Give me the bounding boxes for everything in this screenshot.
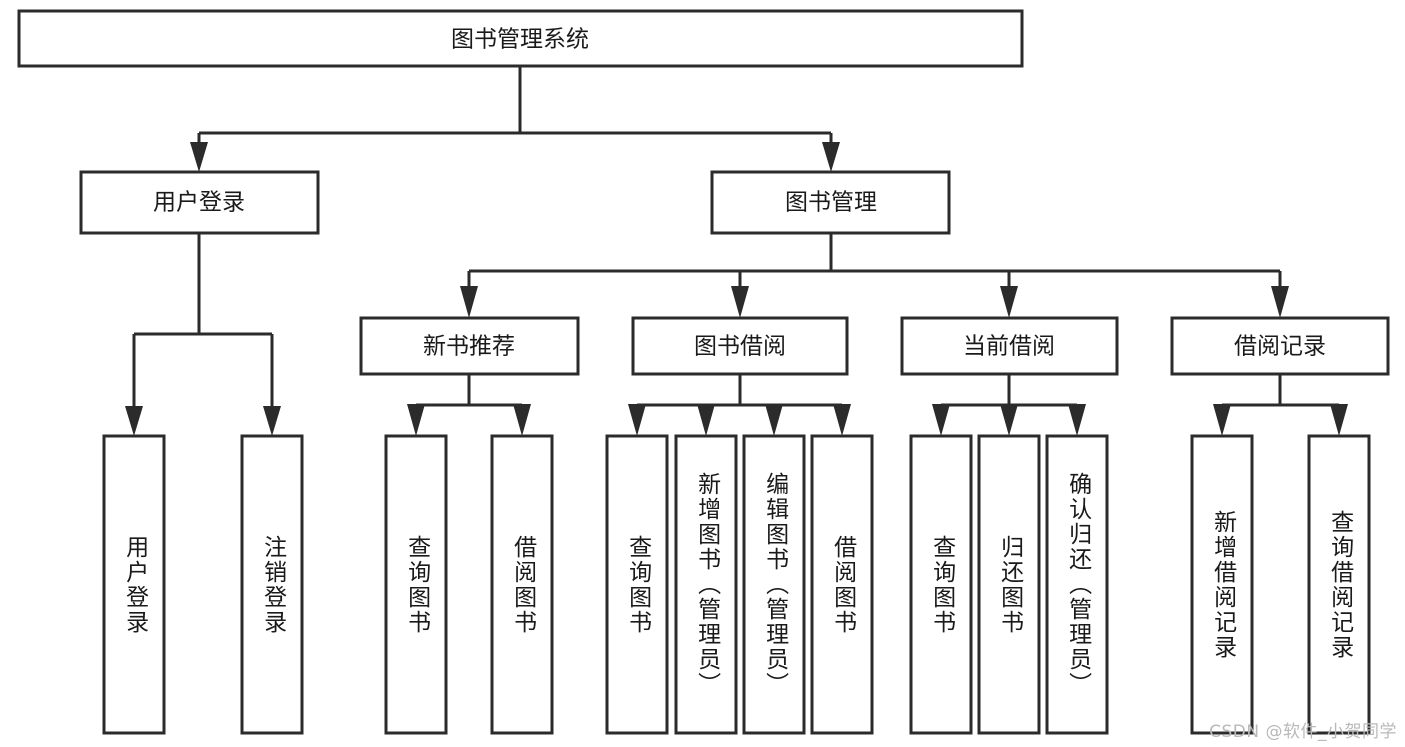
arrow-head-to-book-manage [822,142,840,172]
arrow-head-to-borrow-record [1271,286,1289,318]
node-leaf-borrow-book-rec-box[interactable] [490,434,554,735]
node-leaf-edit-book-admin-box[interactable] [742,434,806,735]
arrow-head-leaf-query-borrow-record [1330,404,1348,436]
node-leaf-query-borrow-record-box[interactable] [1307,434,1371,735]
csdn-watermark: CSDN @软件_小贺同学 [1209,722,1397,742]
node-leaf-borrow-book-box[interactable] [810,434,874,735]
connector-group-new-book-recommend [407,374,531,436]
node-leaf-logout-login-box[interactable] [240,434,304,735]
node-root-label: 图书管理系统 [451,27,589,53]
node-new-book-recommend-label: 新书推荐 [423,334,515,360]
node-book-manage-box[interactable] [710,170,951,235]
node-leaf-user-login-box[interactable] [102,434,166,735]
node-leaf-return-book-box[interactable] [977,434,1041,735]
node-current-borrow-box[interactable] [900,316,1119,376]
connector-group-book-manage [460,233,1289,318]
connector-group-root [190,66,840,172]
arrow-head-leaf-user-login [125,406,143,436]
node-leaf-add-book-admin-box[interactable] [674,434,738,735]
arrow-head-leaf-add-borrow-record [1213,404,1231,436]
arrow-head-leaf-edit-book-admin [765,404,783,436]
node-leaf-add-borrow-record-box[interactable] [1190,434,1254,735]
node-user-login-label: 用户登录 [153,190,245,216]
arrow-head-leaf-query-book-borrow [628,404,646,436]
node-current-borrow-label: 当前借阅 [963,334,1055,360]
arrow-head-to-new-book-recommend [460,286,478,318]
node-borrow-record-label: 借阅记录 [1234,334,1326,360]
arrow-head-to-current-borrow [1000,286,1018,318]
arrow-head-leaf-return-book [1000,404,1018,436]
node-book-manage-label: 图书管理 [785,190,877,216]
arrow-head-leaf-confirm-return-admin [1068,404,1086,436]
node-borrow-record-box[interactable] [1170,316,1390,376]
arrow-head-to-book-borrow [731,286,749,318]
connector-group-book-borrow [628,374,851,436]
node-root-box[interactable] [17,9,1024,68]
connector-group-user-login [125,233,281,436]
node-leaf-confirm-return-admin-box[interactable] [1045,434,1109,735]
node-user-login-box[interactable] [79,170,320,235]
connector-group-borrow-record [1213,374,1348,436]
node-book-borrow-box[interactable] [631,316,849,376]
arrow-head-leaf-add-book-admin [697,404,715,436]
node-book-borrow-label: 图书借阅 [694,334,786,360]
node-new-book-recommend-box[interactable] [359,316,580,376]
arrow-head-to-user-login [190,142,208,172]
node-leaf-query-book-current-box[interactable] [909,434,973,735]
connector-group-current-borrow [932,374,1086,436]
arrow-head-leaf-query-book-current [932,404,950,436]
node-leaf-query-book-rec-box[interactable] [384,434,448,735]
arrow-head-leaf-borrow-book [833,404,851,436]
node-leaf-query-book-borrow-box[interactable] [605,434,669,735]
arrow-head-leaf-borrow-book-rec [513,404,531,436]
arrow-head-leaf-logout-login [263,406,281,436]
arrow-head-leaf-query-book-rec [407,404,425,436]
